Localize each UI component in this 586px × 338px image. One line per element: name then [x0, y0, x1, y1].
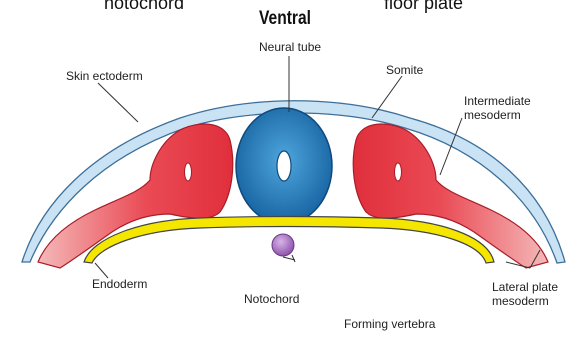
notochord-circle	[272, 234, 294, 256]
heading-ventral: Ventral	[259, 8, 311, 30]
neural-canal	[277, 151, 291, 181]
cut-label-floor-plate: floor plate	[384, 0, 463, 12]
left-somite-cavity	[185, 163, 192, 181]
right-somite-cavity	[395, 163, 402, 181]
label-somite: Somite	[386, 63, 423, 77]
label-skin-ectoderm: Skin ectoderm	[66, 69, 143, 83]
cut-label-notochord: notochord	[104, 0, 184, 12]
label-neural-tube: Neural tube	[259, 40, 321, 54]
label-lateral-plate-mesoderm: Lateral plate mesoderm	[492, 280, 582, 308]
label-notochord: Notochord	[244, 292, 299, 306]
label-endoderm: Endoderm	[92, 277, 147, 291]
label-intermediate-mesoderm: Intermediate mesoderm	[464, 94, 544, 122]
label-forming-vertebra: Forming vertebra	[344, 317, 435, 331]
